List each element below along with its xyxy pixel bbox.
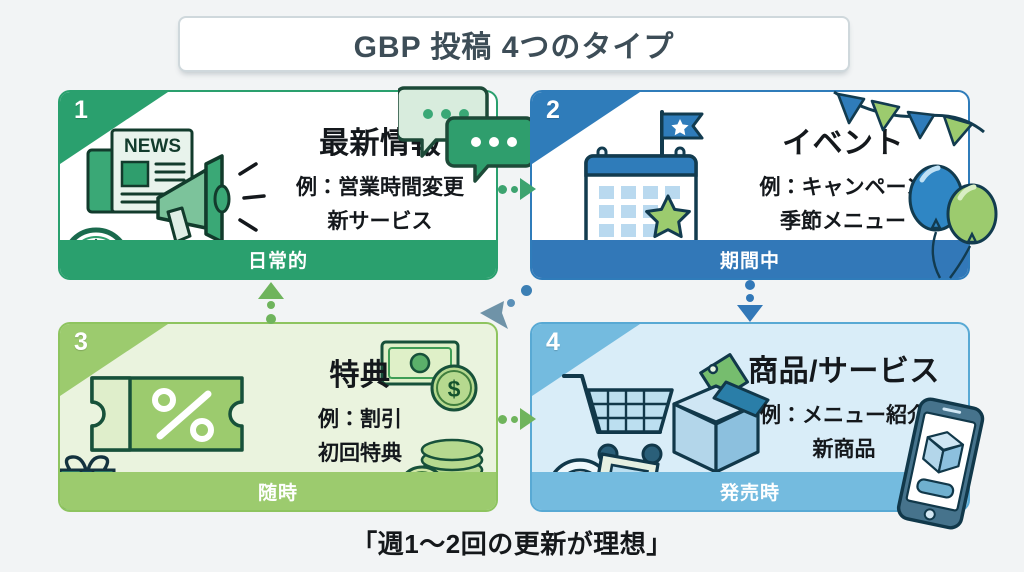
card-example-line-1: 例：メニュー紹介 bbox=[760, 404, 928, 427]
card-footer-label: 期間中 bbox=[719, 250, 780, 272]
card-example-line-2: 初回特典 bbox=[318, 442, 402, 465]
star-icon bbox=[645, 194, 691, 239]
arrow-dot bbox=[498, 415, 507, 424]
arrow-head bbox=[520, 408, 536, 430]
card-number: 2 bbox=[546, 96, 560, 124]
card-footer-band: 期間中 bbox=[532, 240, 968, 278]
card-footer-label: 随時 bbox=[257, 482, 298, 504]
arrow-dot bbox=[746, 294, 754, 302]
card-example-line-2: 新商品 bbox=[812, 438, 876, 461]
card-example-line-1: 例：キャンペーン bbox=[759, 176, 927, 199]
card-text-block: 特典 例：割引 初回特典 bbox=[260, 350, 460, 467]
arrow-dot bbox=[507, 299, 515, 307]
card-footer-label: 発売時 bbox=[719, 482, 780, 504]
arrow-dot bbox=[498, 185, 507, 194]
card-footer-label: 日常的 bbox=[247, 250, 308, 272]
card-example-line-2: 新サービス bbox=[327, 210, 433, 233]
arrow-head bbox=[258, 282, 284, 299]
flag-icon bbox=[660, 110, 704, 158]
card-example-line-2: 季節メニュー bbox=[780, 210, 906, 233]
card-latest-info[interactable]: NEWS bbox=[58, 86, 535, 280]
arrow-dot bbox=[511, 416, 518, 423]
card-number: 4 bbox=[546, 328, 560, 356]
card-number: 1 bbox=[74, 96, 88, 124]
card-footer-band: 随時 bbox=[60, 472, 496, 510]
card-body: 2 イベント 例：キャンペーン 季節メニュー 期間中 bbox=[530, 90, 970, 280]
card-event[interactable]: 2 イベント 例：キャンペーン 季節メニュー 期間中 bbox=[530, 90, 998, 280]
card-text-block: 商品/サービス 例：メニュー紹介 新商品 bbox=[724, 346, 964, 463]
arrow-dot bbox=[511, 186, 518, 193]
news-paper-icon: NEWS bbox=[86, 128, 194, 214]
arrow-dot bbox=[267, 301, 275, 309]
card-text-block: イベント 例：キャンペーン 季節メニュー bbox=[730, 118, 956, 235]
page-title: GBP 投稿 4つのタイプ bbox=[353, 31, 675, 64]
arrow-head bbox=[520, 178, 536, 200]
card-heading: 最新情報 bbox=[319, 127, 441, 160]
arrow-card3-to-card4 bbox=[498, 408, 536, 432]
card-body: $ ¥ 3 特典 例：割引 初回特典 随時 bbox=[58, 322, 498, 512]
arrow-dot bbox=[745, 280, 755, 290]
card-example-line-1: 例：割引 bbox=[318, 408, 402, 431]
arrow-head bbox=[480, 301, 508, 329]
coupon-percent-icon bbox=[90, 376, 244, 452]
card-heading: 特典 bbox=[329, 359, 391, 392]
card-text-block: 最新情報 例：営業時間変更 新サービス bbox=[270, 118, 490, 235]
card-example-line-1: 例：営業時間変更 bbox=[296, 176, 464, 199]
arrow-card1-to-card2 bbox=[498, 178, 536, 202]
svg-text:NEWS: NEWS bbox=[124, 136, 181, 157]
arrow-dot bbox=[521, 285, 532, 296]
card-footer-band: 日常的 bbox=[60, 240, 496, 278]
card-body: 4 商品/サービス 例：メニュー紹介 新商品 発売時 bbox=[530, 322, 970, 512]
card-body: NEWS bbox=[58, 90, 498, 280]
arrow-dot bbox=[266, 314, 276, 324]
page-title-bar: GBP 投稿 4つのタイプ bbox=[178, 16, 850, 72]
card-offer[interactable]: $ ¥ 3 特典 例：割引 初回特典 随時 bbox=[58, 322, 498, 512]
arrow-card3-to-card1 bbox=[258, 282, 284, 324]
card-product-service[interactable]: 4 商品/サービス 例：メニュー紹介 新商品 発売時 bbox=[530, 322, 985, 530]
card-footer-band: 発売時 bbox=[532, 472, 968, 510]
arrow-card2-to-card3 bbox=[478, 283, 534, 329]
card-number: 3 bbox=[74, 328, 88, 356]
arrow-card2-to-card4 bbox=[737, 280, 763, 322]
footer-caption: 「週1〜2回の更新が理想」 bbox=[351, 529, 673, 559]
card-heading: イベント bbox=[782, 127, 904, 160]
shopping-cart-icon bbox=[562, 374, 674, 465]
card-heading: 商品/サービス bbox=[748, 355, 940, 388]
arrow-head bbox=[737, 305, 763, 322]
